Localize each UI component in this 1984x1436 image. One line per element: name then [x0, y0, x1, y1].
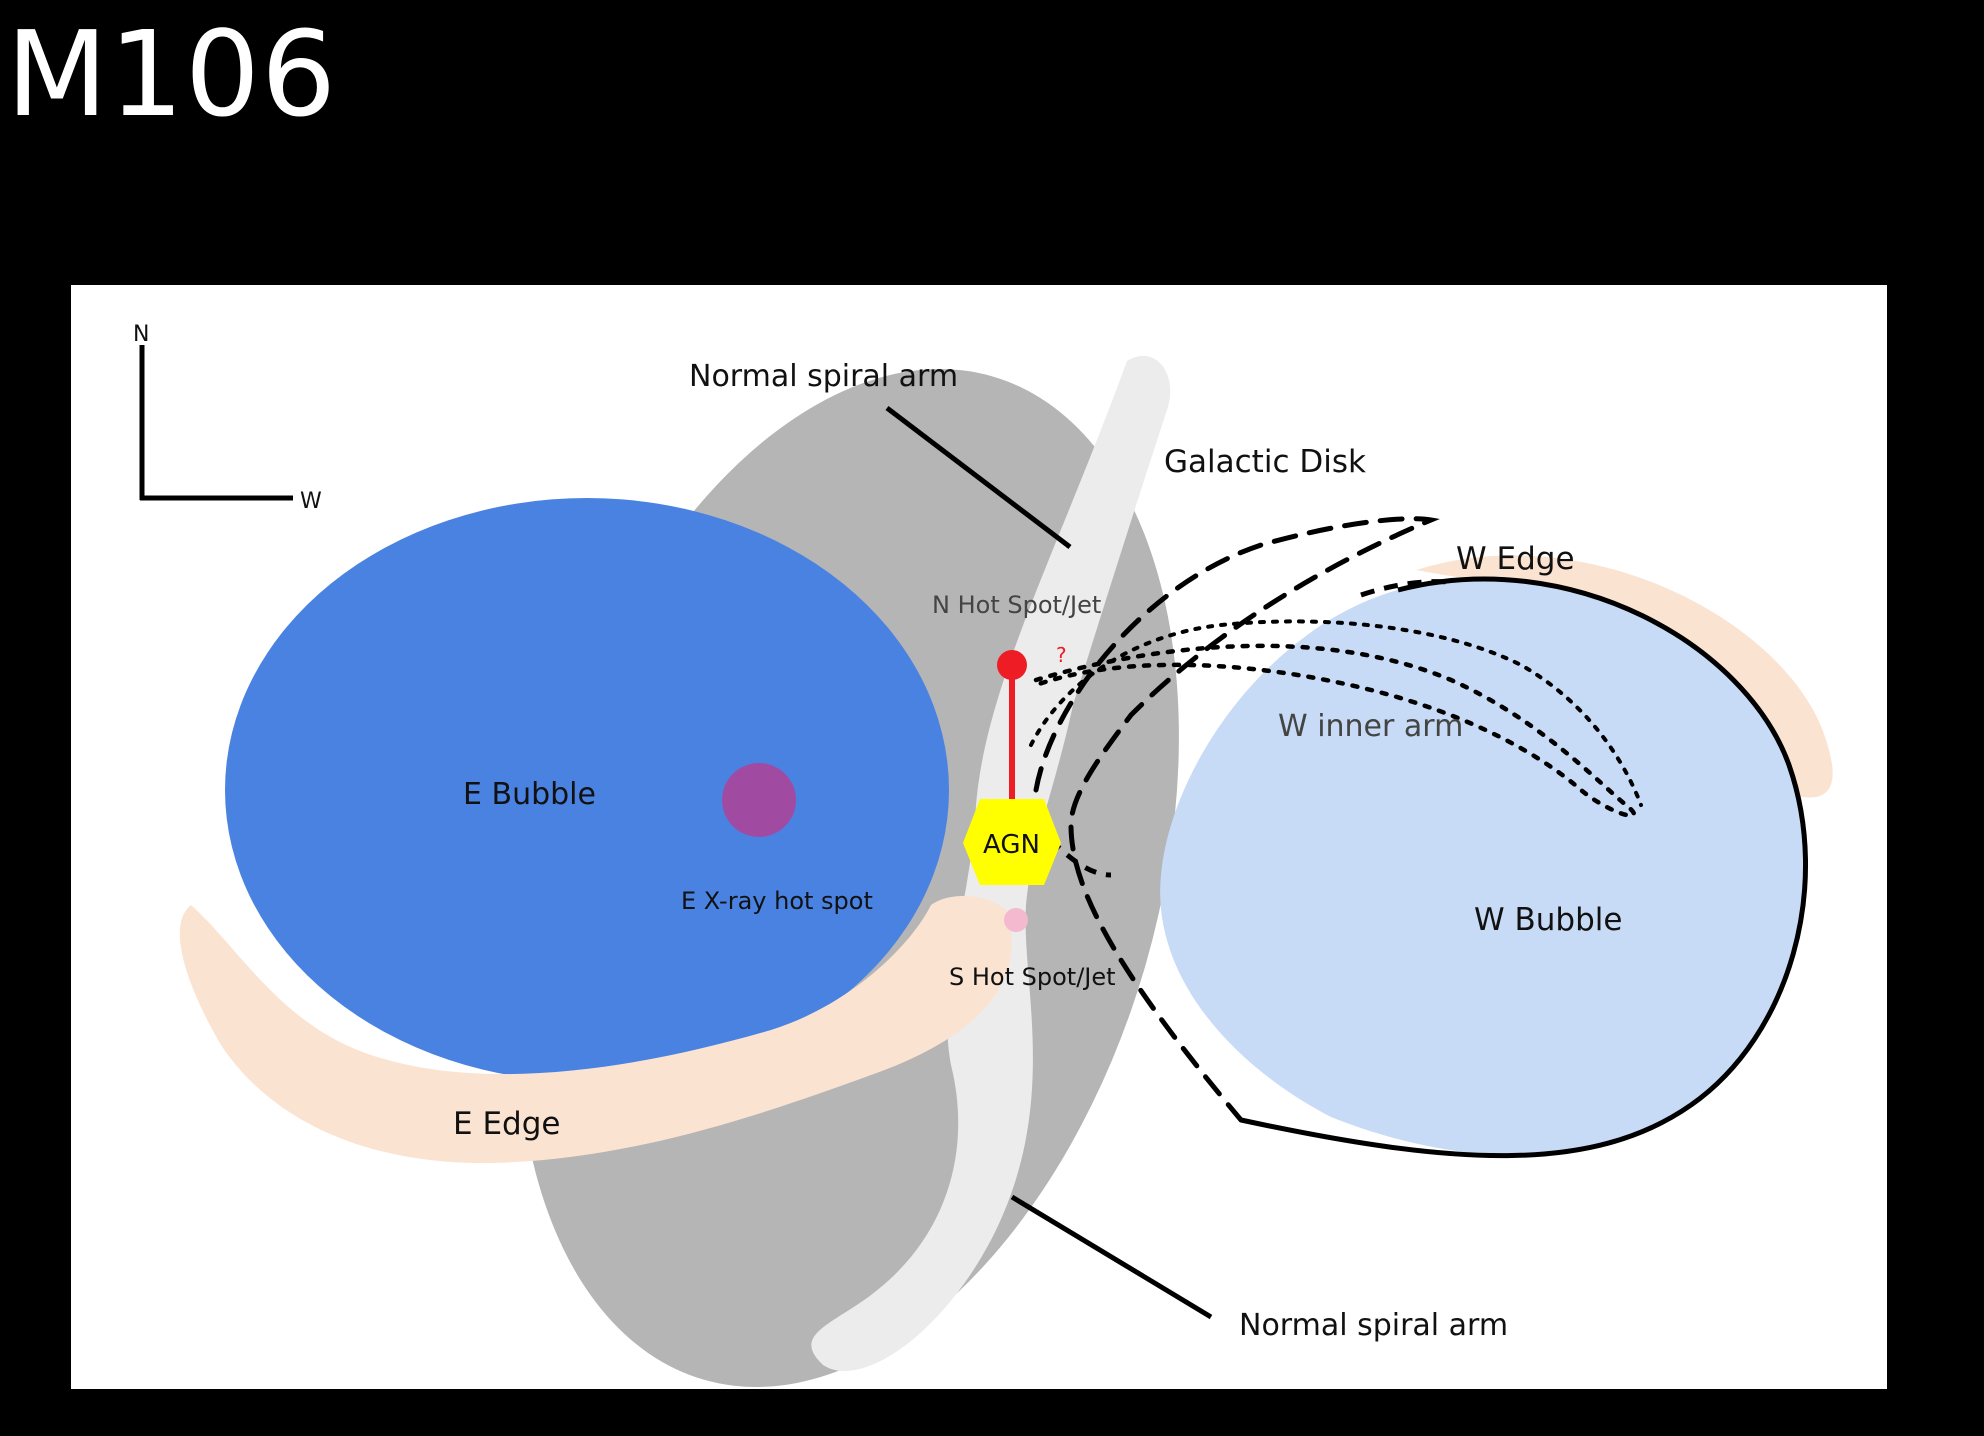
slide-title: M106 [6, 5, 338, 143]
w-inner-arm-path [1033, 643, 1636, 818]
compass: N W [133, 322, 322, 514]
s-hot-spot-label: S Hot Spot/Jet [949, 963, 1116, 991]
e-xray-hot-spot-label: E X-ray hot spot [681, 887, 873, 915]
w-bubble-shape [1160, 579, 1806, 1156]
normal-spiral-arm-bottom-label: Normal spiral arm [1239, 1308, 1508, 1343]
agn-marker [963, 799, 1061, 885]
compass-north-label: N [133, 322, 149, 347]
normal-spiral-arm-top-label: Normal spiral arm [689, 359, 958, 394]
galactic-disk-label: Galactic Disk [1164, 444, 1366, 480]
spiral-arm-bottom-pointer [1010, 1194, 1213, 1320]
w-edge-label: W Edge [1456, 541, 1575, 577]
w-inner-arm-label: W inner arm [1278, 709, 1463, 744]
compass-west-label: W [300, 489, 322, 514]
w-bubble-label: W Bubble [1474, 902, 1622, 938]
dashed-edge-line [1360, 579, 1452, 598]
agn-label: AGN [983, 830, 1040, 860]
e-xray-hot-spot-marker [722, 763, 796, 837]
w-bubble-outline [1240, 576, 1808, 1159]
dotted-arc [1029, 619, 1643, 807]
e-bubble-shape [225, 498, 949, 1082]
question-mark-label: ? [1056, 643, 1067, 667]
s-hot-spot-marker [1004, 908, 1028, 932]
e-bubble-label: E Bubble [463, 777, 596, 812]
m106-diagram: N W Normal spiral arm Galactic Disk W Ed… [133, 322, 1833, 1388]
n-hot-spot-marker [997, 650, 1027, 680]
spiral-arm-top-pointer [885, 406, 1072, 549]
dashed-loop [1033, 516, 1440, 1123]
diagram-panel: N W Normal spiral arm Galactic Disk W Ed… [71, 285, 1887, 1389]
n-hot-spot-label: N Hot Spot/Jet [932, 591, 1101, 619]
e-edge-shape [179, 895, 1012, 1164]
e-edge-label: E Edge [453, 1106, 560, 1142]
